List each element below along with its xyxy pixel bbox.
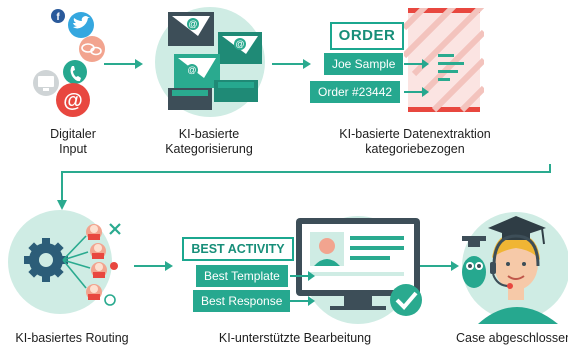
agent-icon: [91, 262, 107, 278]
envelope-icon: @: [218, 32, 262, 64]
owl-icon: [462, 236, 486, 288]
svg-text:@: @: [187, 65, 196, 75]
extraction-order-title: ORDER: [330, 22, 404, 50]
extraction-field-name: Joe Sample: [324, 53, 404, 75]
step-label-categorization: KI-basierte Kategorisierung: [165, 127, 253, 156]
extraction-arrow-name: [404, 59, 429, 69]
editing-arrow-template: [290, 271, 315, 281]
editing-option-response: Best Response: [193, 290, 291, 312]
wrench-icon: [109, 223, 121, 235]
agent-icon: [90, 243, 106, 259]
envelope-icon: @: [174, 54, 220, 88]
envelope-icon: [214, 80, 258, 102]
monitor-icon: [33, 70, 59, 96]
extracted-document-icon: [404, 8, 484, 113]
at-sign-icon: @: [56, 83, 90, 117]
svg-text:@: @: [188, 19, 197, 29]
flow-connector-row: [57, 164, 551, 210]
flow-arrow-5: [420, 261, 459, 271]
digital-input-icon-cluster: f @: [33, 9, 105, 117]
document-icon: [404, 8, 484, 113]
phone-icon: [63, 60, 87, 84]
categorization-envelopes-icon: @ @ @: [155, 7, 265, 117]
editing-best-activity-title: BEST ACTIVITY: [182, 237, 294, 261]
step-label-extraction: KI-basierte Datenextraktion kategoriebez…: [339, 127, 491, 156]
step-label-editing: KI-unterstützte Bearbeitung: [218, 331, 372, 345]
agent-icon: [86, 224, 102, 240]
editing-monitor-icon: [296, 216, 422, 324]
svg-text:f: f: [56, 12, 60, 23]
step-label-routing: KI-basiertes Routing: [15, 331, 129, 345]
editing-arrow-response: [290, 296, 315, 306]
envelope-icon: @: [168, 12, 214, 46]
extraction-field-order-number: Order #23442: [310, 81, 401, 103]
routing-icon-cluster: [8, 210, 121, 314]
twitter-icon: [68, 12, 94, 38]
editing-option-template: Best Template: [196, 265, 288, 287]
svg-text:@: @: [63, 90, 83, 112]
svg-text:@: @: [235, 39, 244, 49]
extraction-arrow-order: [404, 87, 429, 97]
headset-icon: [490, 234, 540, 289]
flow-arrow-2: [272, 59, 311, 69]
facebook-icon: f: [51, 9, 65, 23]
step-label-case-closed: Case abgeschlossen: [456, 331, 568, 345]
step-label-digital-input: Digitaler Input: [50, 127, 96, 156]
flow-arrow-1: [104, 59, 143, 69]
chat-bubble-icon: [79, 36, 105, 62]
case-closed-agent-icon: [462, 212, 568, 324]
checkmark-icon: [390, 284, 422, 316]
envelope-icon: [168, 88, 212, 110]
agent-icon: [86, 284, 102, 300]
flow-arrow-4: [134, 261, 173, 271]
